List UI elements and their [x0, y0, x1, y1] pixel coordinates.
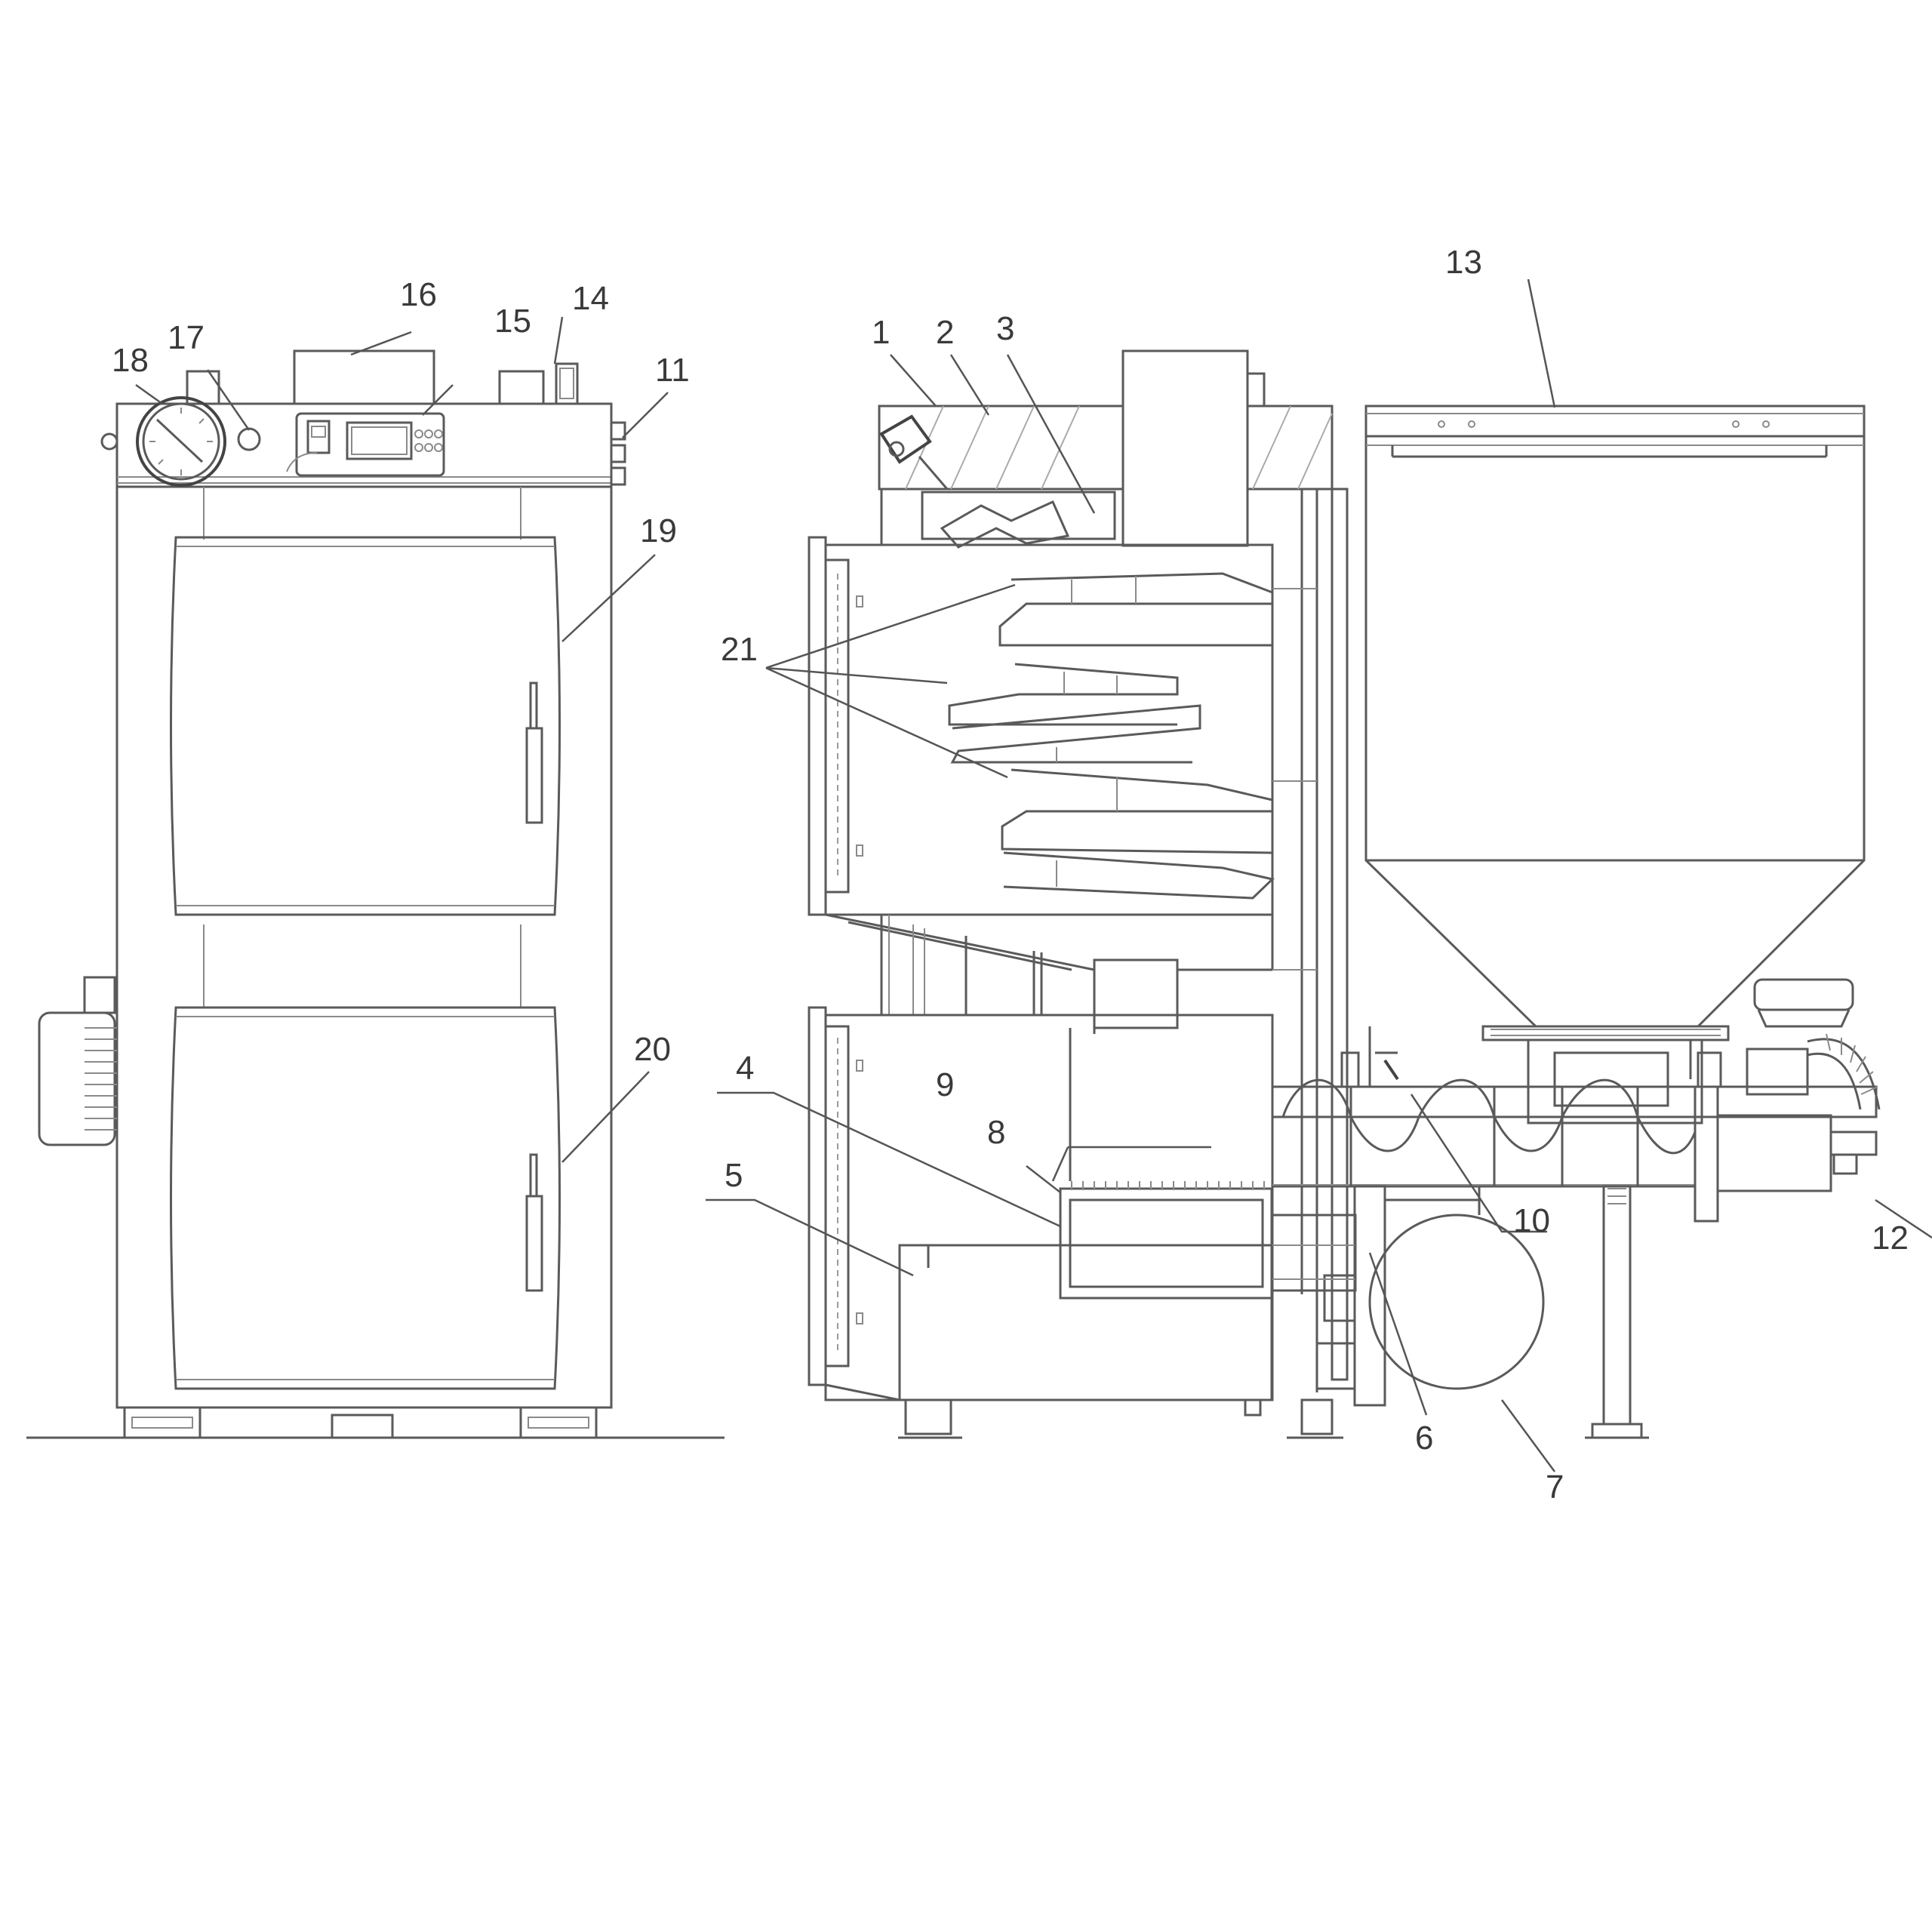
label-18: 18	[112, 342, 149, 379]
label-4: 4	[736, 1050, 754, 1087]
drive-motor	[1697, 978, 1881, 1110]
label-15: 15	[494, 303, 531, 340]
section-view	[808, 349, 1881, 1439]
lower-door	[170, 1006, 561, 1390]
fan-motor	[38, 976, 117, 1146]
label-10: 10	[1513, 1202, 1550, 1239]
label-1: 1	[872, 314, 890, 351]
leader-lines	[135, 278, 1932, 1472]
part-labels: 1 2 3 4 5 6 7 8 9 10 11 12 13 14 15 16 1…	[112, 244, 1909, 1506]
upper-door	[170, 536, 561, 916]
label-8: 8	[987, 1114, 1005, 1151]
label-19: 19	[640, 512, 677, 549]
flue-baffles	[948, 572, 1275, 900]
label-14: 14	[572, 280, 609, 317]
label-7: 7	[1546, 1469, 1564, 1506]
front-view	[26, 349, 724, 1439]
top-insulation	[878, 405, 1334, 491]
label-11: 11	[655, 352, 690, 389]
label-5: 5	[724, 1157, 743, 1194]
controller-display	[286, 412, 445, 477]
label-3: 3	[996, 310, 1014, 347]
label-12: 12	[1872, 1220, 1909, 1257]
label-16: 16	[400, 276, 437, 313]
fuel-hopper	[1364, 405, 1866, 1028]
label-13: 13	[1445, 244, 1482, 281]
blower-fan	[1323, 1185, 1545, 1407]
label-6: 6	[1415, 1420, 1433, 1457]
label-9: 9	[936, 1066, 954, 1103]
sensor	[879, 414, 949, 490]
label-20: 20	[634, 1031, 671, 1068]
label-21: 21	[721, 631, 758, 668]
label-2: 2	[936, 314, 954, 351]
label-17: 17	[168, 319, 205, 356]
thermometer-gauge	[136, 396, 226, 487]
burner-grate	[1071, 1181, 1265, 1190]
